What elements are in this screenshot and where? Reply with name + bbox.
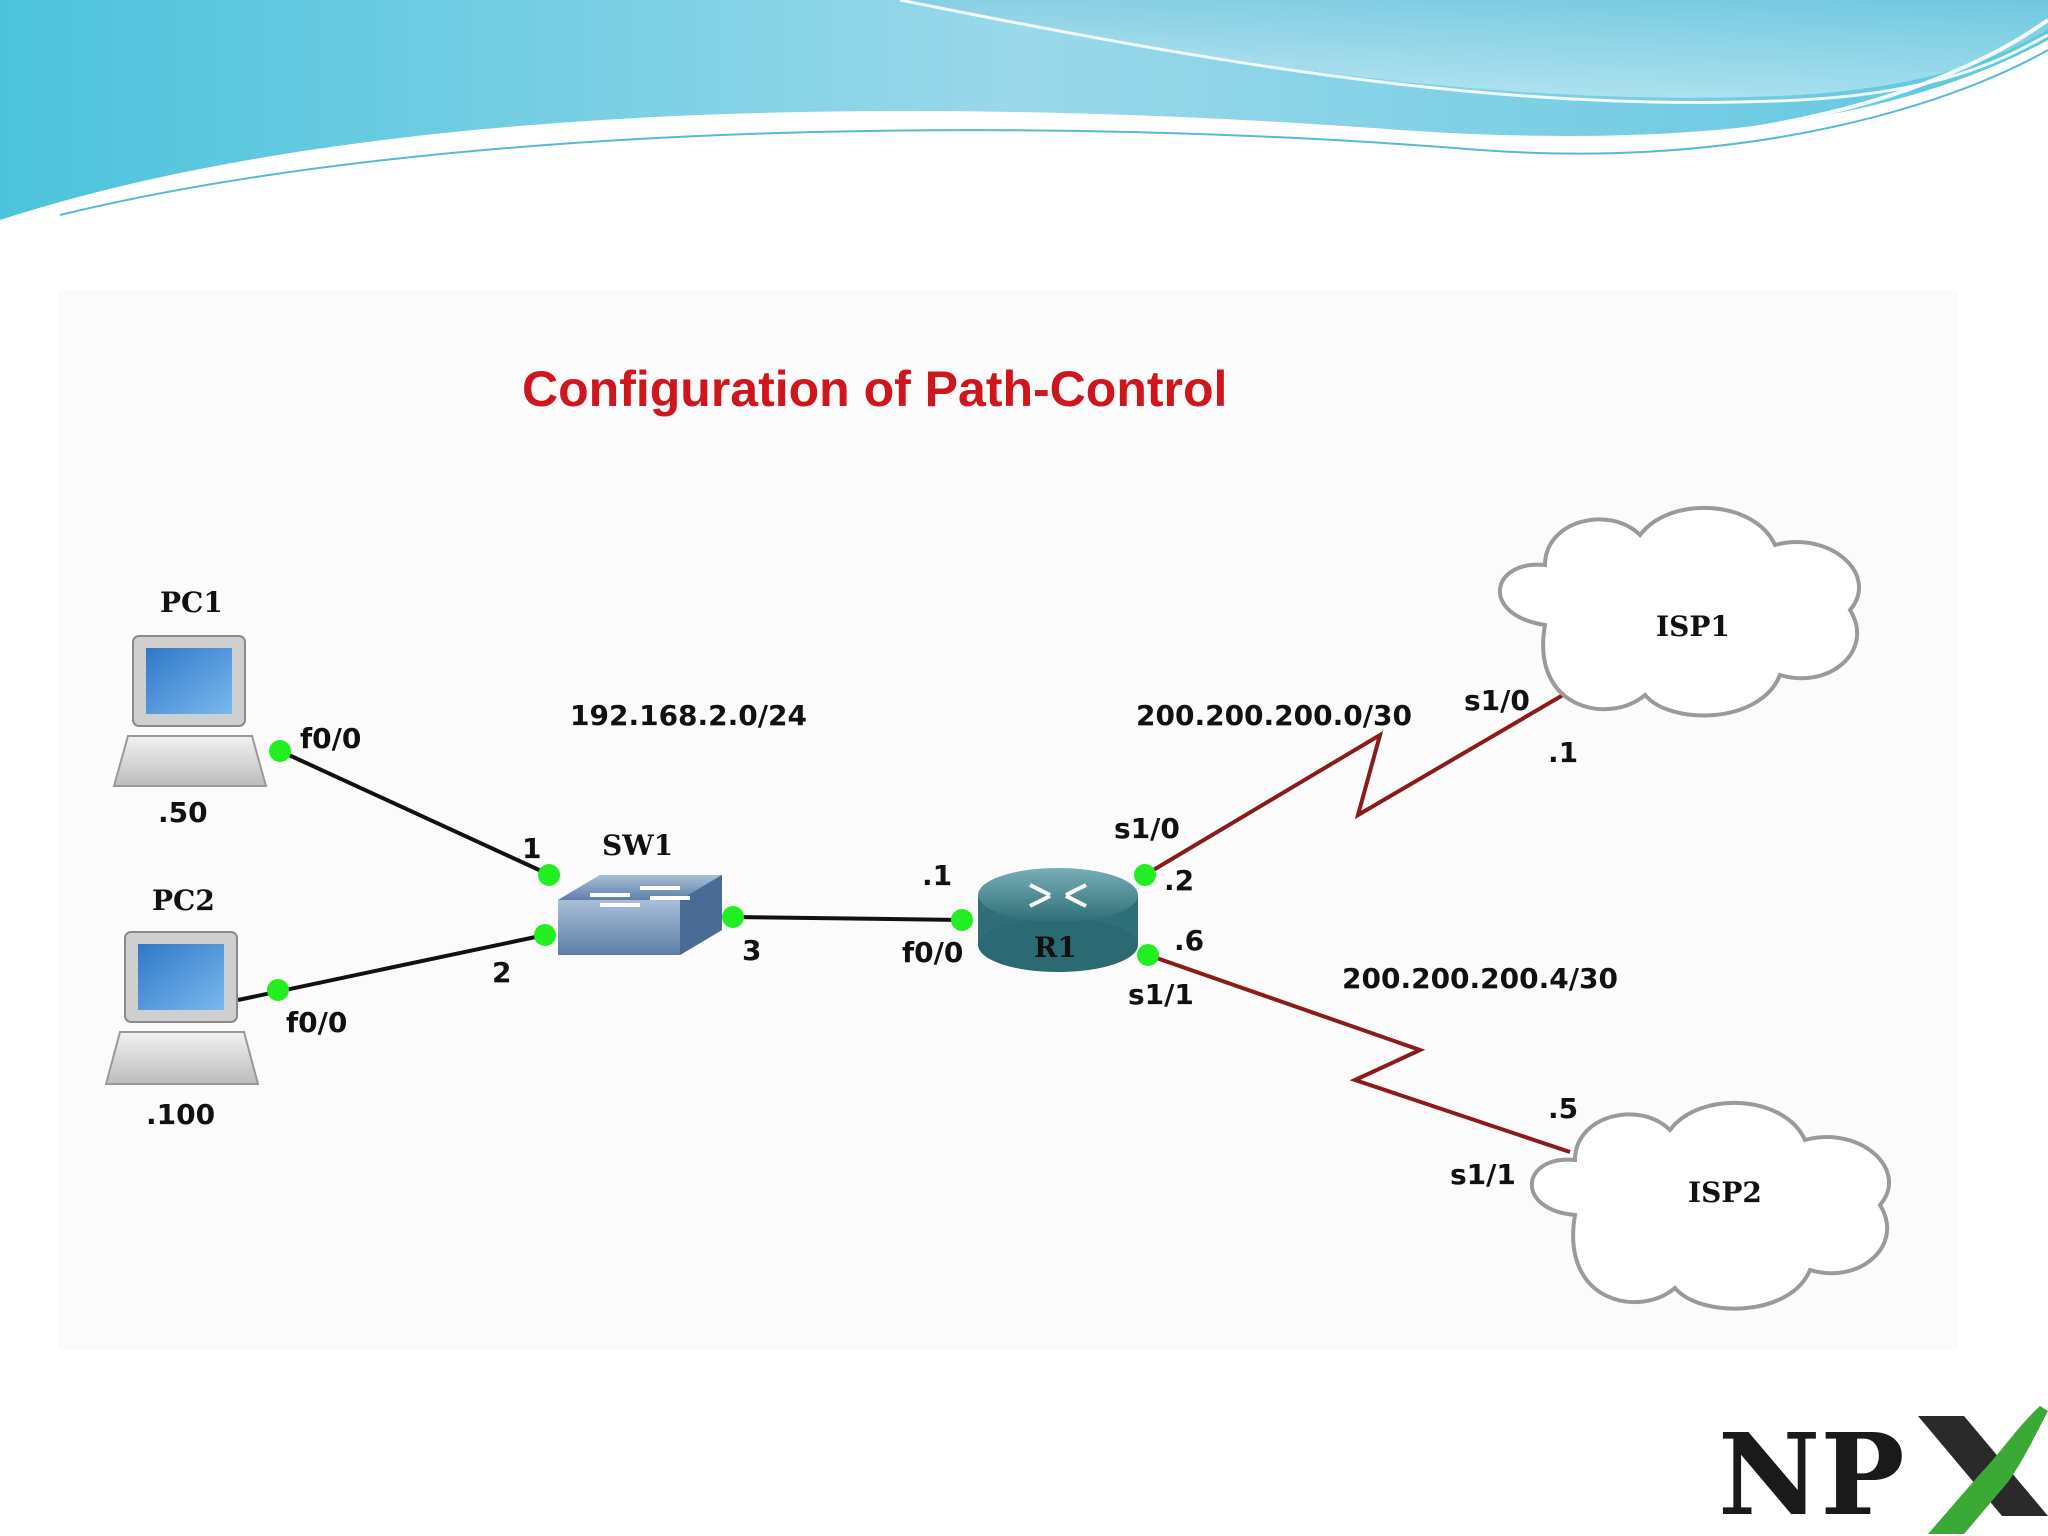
- diagram-title: Configuration of Path-Control: [522, 361, 1227, 417]
- npx-logo: NP: [1718, 1406, 2048, 1536]
- r1-s11-interface-label: s1/1: [1128, 978, 1194, 1011]
- lan-network-label: 192.168.2.0/24: [570, 699, 807, 732]
- r1-s10-host-label: .2: [1164, 864, 1194, 897]
- pc1-label: PC1: [160, 586, 223, 619]
- sw1-switch-icon: [558, 875, 722, 955]
- isp2-label: ISP2: [1688, 1176, 1762, 1209]
- wan2-network-label: 200.200.200.4/30: [1342, 962, 1618, 995]
- pc2-label: PC2: [152, 884, 215, 917]
- isp2-host-label: .5: [1548, 1092, 1578, 1125]
- link-pc1-sw1: [277, 748, 551, 877]
- isp1-label: ISP1: [1656, 610, 1730, 643]
- sw1-port3-label: 3: [742, 934, 761, 967]
- port-dot-r1-f0: [951, 909, 973, 931]
- isp2-interface-label: s1/1: [1450, 1158, 1516, 1191]
- serial-link-r1-isp2: [1147, 953, 1571, 1154]
- isp2-cloud-icon: [1529, 1100, 1891, 1311]
- wan1-network-label: 200.200.200.0/30: [1136, 699, 1412, 732]
- r1-router-icon: [978, 868, 1138, 972]
- port-dot-sw1-2: [534, 924, 556, 946]
- port-dot-sw1-1: [538, 864, 560, 886]
- sw1-port1-label: 1: [522, 832, 541, 865]
- port-dot-r1-s10: [1134, 864, 1156, 886]
- sw1-label: SW1: [602, 829, 673, 862]
- svg-text:NP: NP: [1718, 1410, 1905, 1536]
- sw1-port2-label: 2: [492, 956, 511, 989]
- port-dot-pc2: [267, 979, 289, 1001]
- port-dot-pc1: [269, 740, 291, 762]
- pc1-host-label: .50: [158, 796, 208, 829]
- r1-s10-interface-label: s1/0: [1114, 812, 1180, 845]
- port-dot-sw1-3: [722, 906, 744, 928]
- link-pc2-sw1: [237, 933, 546, 1002]
- isp1-host-label: .1: [1548, 736, 1578, 769]
- isp1-interface-label: s1/0: [1464, 684, 1530, 717]
- header-wave-banner: [0, 0, 2048, 227]
- pc1-laptop-icon: [112, 635, 268, 787]
- r1-f0-host-label: .1: [922, 859, 952, 892]
- link-sw1-r1: [731, 915, 963, 922]
- serial-link-r1-isp1: [1143, 686, 1577, 877]
- pc2-interface-label: f0/0: [286, 1006, 347, 1039]
- port-dot-r1-s11: [1137, 944, 1159, 966]
- pc1-interface-label: f0/0: [300, 722, 361, 755]
- r1-f0-interface-label: f0/0: [902, 936, 963, 969]
- r1-s11-host-label: .6: [1174, 924, 1204, 957]
- isp1-cloud-icon: [1498, 505, 1861, 718]
- pc2-host-label: .100: [146, 1098, 215, 1131]
- r1-label: R1: [1034, 931, 1077, 964]
- pc2-laptop-icon: [104, 931, 260, 1085]
